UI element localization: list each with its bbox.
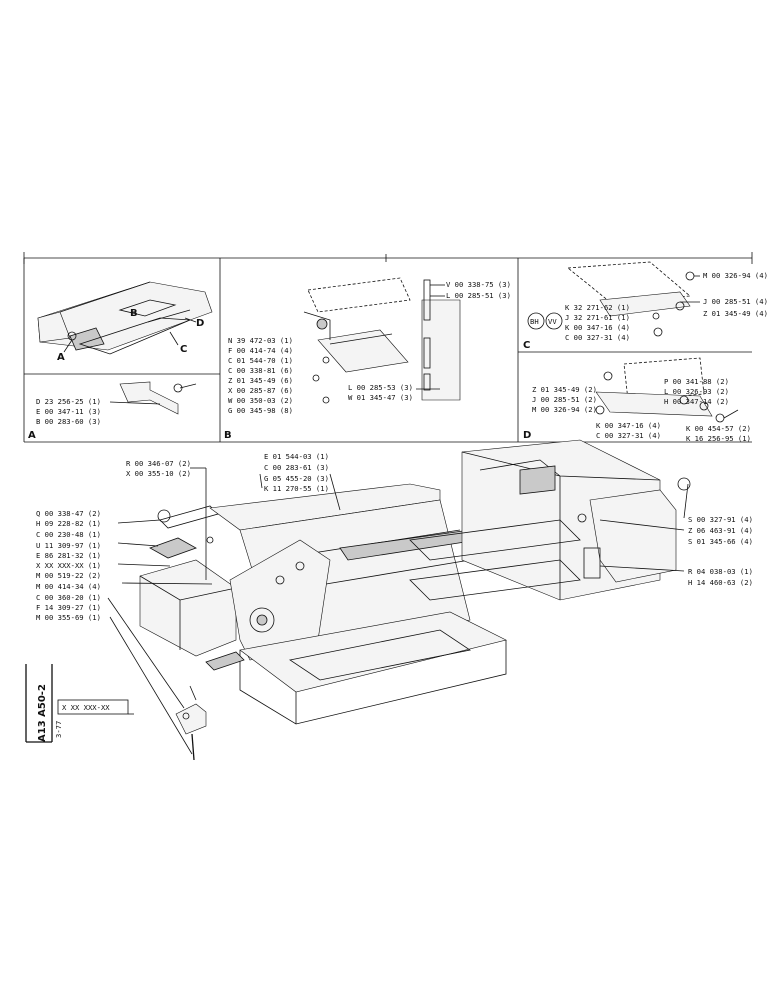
part-label: Q 00 338-47 (2)	[36, 509, 101, 518]
part-label: K 00 454-57 (2)	[686, 424, 751, 433]
part-label: C 00 283-61 (3)	[264, 463, 329, 472]
panel-a-callout-c: C	[180, 344, 187, 355]
part-label: B 00 283-60 (3)	[36, 417, 101, 426]
part-label: H 09 228-82 (1)	[36, 519, 101, 528]
circle-mark-label: VV	[548, 317, 557, 326]
title-block	[25, 664, 134, 743]
part-label: C 00 360-20 (1)	[36, 593, 101, 602]
part-label: N 39 472-03 (1)	[228, 336, 293, 345]
part-label: K 00 347-16 (4)	[596, 421, 661, 430]
part-label: C 00 327-31 (4)	[565, 333, 630, 342]
sheet-code: A13 A50-2	[37, 684, 48, 742]
part-label: C 01 544-70 (1)	[228, 356, 293, 365]
panel-label-c: C	[523, 340, 530, 351]
part-label: M 00 326-94 (4)	[703, 271, 768, 280]
panel-a-callout-d: D	[196, 318, 204, 329]
part-label: Z 06 463-91 (4)	[688, 526, 753, 535]
circle-mark-label: BH	[530, 317, 539, 326]
part-label: S 01 345-66 (4)	[688, 537, 753, 546]
part-label: J 00 285-51 (4)	[703, 297, 768, 306]
part-label: X XX XXX-XX (1)	[36, 561, 101, 570]
part-label: C 00 230-48 (1)	[36, 530, 101, 539]
part-label: P 00 341-88 (2)	[664, 377, 729, 386]
panel-a-bracket-drawing	[109, 381, 197, 415]
panel-b-drawing	[303, 277, 461, 404]
part-label: R 04 038-03 (1)	[688, 567, 753, 576]
part-label: E 01 544-03 (1)	[264, 452, 329, 461]
panel-d-drawing	[595, 357, 739, 423]
part-label: U 11 309-97 (1)	[36, 541, 101, 550]
panel-grid	[23, 252, 753, 443]
part-label: L 00 285-53 (3)	[348, 383, 413, 392]
part-label: R 00 346-07 (2)	[126, 459, 191, 468]
main-assembly-drawing	[139, 439, 691, 761]
part-label: W 00 350-03 (2)	[228, 396, 293, 405]
panel-a-callout-a: A	[57, 352, 65, 363]
circle-mark-vv	[545, 312, 563, 330]
part-label: S 00 327-91 (4)	[688, 515, 753, 524]
panel-label-a: A	[28, 430, 36, 441]
part-label: W 01 345-47 (3)	[348, 393, 413, 402]
sheet-subcode: 3-77	[54, 721, 63, 738]
stamp-code: X XX XXX-XX	[62, 703, 110, 712]
circle-mark-bh	[527, 312, 545, 330]
part-label: K 32 271-62 (1)	[565, 303, 630, 312]
part-label: J 32 271-61 (1)	[565, 313, 630, 322]
part-label: C 00 338-81 (6)	[228, 366, 293, 375]
part-label: Z 01 345-49 (6)	[228, 376, 293, 385]
part-label: X 00 355-10 (2)	[126, 469, 191, 478]
panel-a-drawing	[37, 281, 213, 355]
part-label: V 00 338-75 (3)	[446, 280, 511, 289]
part-label: L 00 285-51 (3)	[446, 291, 511, 300]
panel-label-d: D	[523, 430, 531, 441]
part-label: G 05 455-20 (3)	[264, 474, 329, 483]
part-label: Z 01 345-49 (4)	[703, 309, 768, 318]
part-label: F 14 309-27 (1)	[36, 603, 101, 612]
part-label: G 00 345-98 (8)	[228, 406, 293, 415]
part-label: M 00 519-22 (2)	[36, 571, 101, 580]
part-label: E 00 347-11 (3)	[36, 407, 101, 416]
part-label: M 00 326-94 (2)	[532, 405, 597, 414]
panel-label-b: B	[224, 430, 232, 441]
part-label: E 86 281-32 (1)	[36, 551, 101, 560]
panel-c-drawing	[566, 261, 700, 337]
part-label: M 00 355-69 (1)	[36, 613, 101, 622]
part-label: M 00 414-34 (4)	[36, 582, 101, 591]
part-label: K 00 347-16 (4)	[565, 323, 630, 332]
part-label: H 00 347-14 (2)	[664, 397, 729, 406]
part-label: F 00 414-74 (4)	[228, 346, 293, 355]
part-label: J 00 285-51 (2)	[532, 395, 597, 404]
part-label: K 16 256-95 (1)	[686, 434, 751, 443]
part-label: Z 01 345-49 (2)	[532, 385, 597, 394]
part-label: C 00 327-31 (4)	[596, 431, 661, 440]
main-leader-lines	[107, 467, 689, 755]
part-label: D 23 256-25 (1)	[36, 397, 101, 406]
part-label: X 00 285-87 (6)	[228, 386, 293, 395]
part-label: H 14 460-63 (2)	[688, 578, 753, 587]
part-label: K 11 270-55 (1)	[264, 484, 329, 493]
panel-a-callout-b: B	[130, 308, 138, 319]
part-label: L 00 326-93 (2)	[664, 387, 729, 396]
